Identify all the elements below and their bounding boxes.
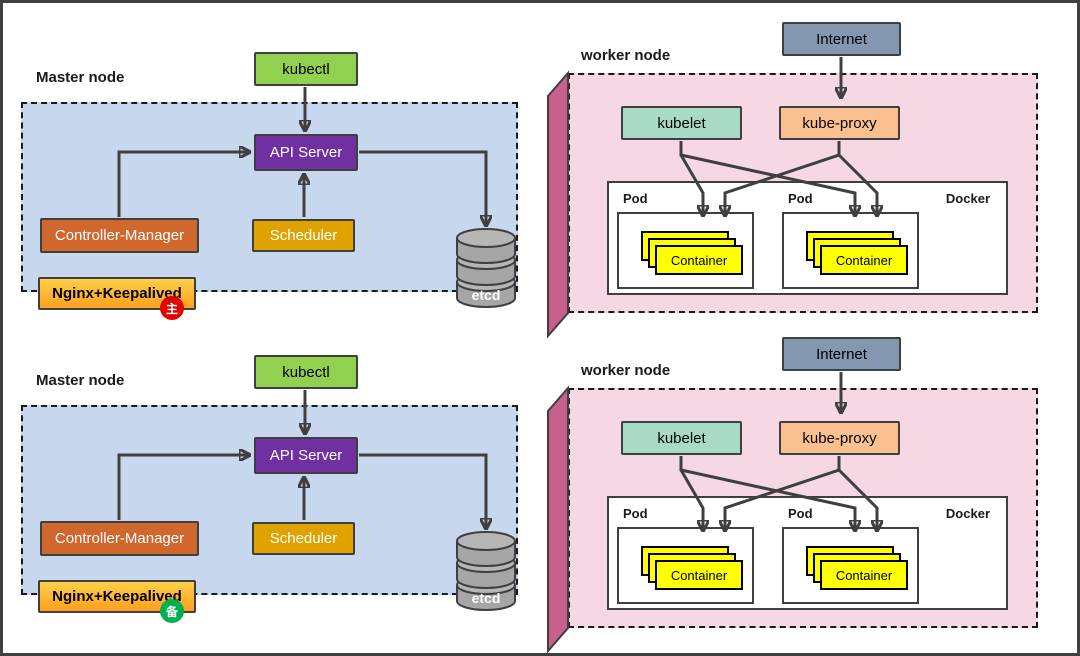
container-box: Container [655, 245, 743, 275]
kubelet-box: kubelet [621, 421, 742, 455]
kubelet-box: kubelet [621, 106, 742, 140]
kubectl-box: kubectl [254, 52, 358, 86]
worker-node-label: worker node [581, 362, 671, 379]
primary-role-badge: 主 [160, 296, 184, 320]
pod-box: Container [617, 527, 754, 604]
kube-proxy-box: kube-proxy [779, 106, 900, 140]
scheduler-box: Scheduler [252, 522, 355, 555]
pod-label: Pod [623, 506, 648, 521]
pod-label: Pod [788, 191, 813, 206]
pod-box: Container [782, 527, 919, 604]
api-server-box: API Server [254, 134, 358, 171]
pod-label: Pod [623, 191, 648, 206]
api-server-box: API Server [254, 437, 358, 474]
worker-node-label: worker node [581, 47, 671, 64]
database-cylinders-icon [456, 531, 516, 611]
scheduler-box: Scheduler [252, 219, 355, 252]
pod-box: Container [617, 212, 754, 289]
master-node-2: Master node kubectl API Server Controlle… [3, 306, 1077, 653]
docker-runtime-box: Pod Pod Docker Container Container [607, 181, 1008, 295]
database-cylinders-icon [456, 228, 516, 308]
master-node-label: Master node [36, 69, 125, 86]
master-node-label: Master node [36, 372, 125, 389]
internet-box: Internet [782, 337, 901, 371]
controller-manager-box: Controller-Manager [40, 521, 199, 556]
kubectl-box: kubectl [254, 355, 358, 389]
controller-manager-box: Controller-Manager [40, 218, 199, 253]
worker-node-2: worker node Internet kubelet kube-proxy … [3, 318, 1077, 653]
etcd-label: etcd [471, 590, 501, 606]
etcd-database: etcd [454, 531, 518, 613]
pod-label: Pod [788, 506, 813, 521]
pod-box: Container [782, 212, 919, 289]
etcd-database: etcd [454, 228, 518, 310]
etcd-label: etcd [471, 287, 501, 303]
internet-box: Internet [782, 22, 901, 56]
container-box: Container [820, 245, 908, 275]
kube-proxy-box: kube-proxy [779, 421, 900, 455]
worker-node-1: worker node Internet kubelet kube-proxy … [3, 3, 1077, 653]
docker-runtime-box: Pod Pod Docker Container Container [607, 496, 1008, 610]
backup-role-badge: 备 [160, 599, 184, 623]
container-box: Container [655, 560, 743, 590]
container-box: Container [820, 560, 908, 590]
docker-label: Docker [945, 191, 990, 206]
docker-label: Docker [945, 506, 990, 521]
